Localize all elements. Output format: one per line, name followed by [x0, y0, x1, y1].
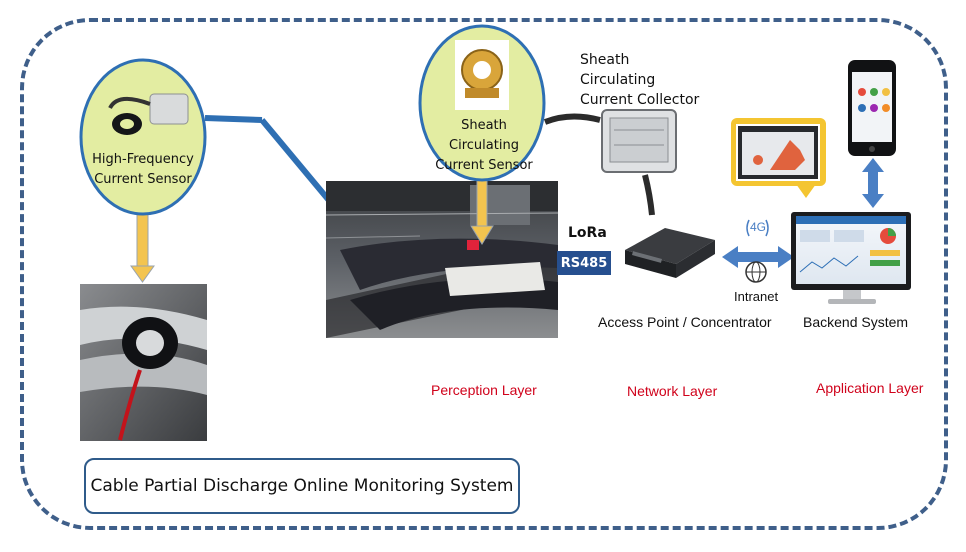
- globe-icon: [745, 261, 767, 283]
- sheath-collector-cable: [543, 113, 601, 125]
- cable-tunnel-photo: [325, 181, 559, 338]
- dashed-frame: [20, 18, 948, 530]
- rs485-badge: RS485: [557, 251, 611, 275]
- intranet-label: Intranet: [734, 289, 779, 304]
- network-layer-label: Network Layer: [627, 383, 718, 399]
- dashboard-callout: [731, 118, 826, 198]
- application-layer-label: Application Layer: [816, 380, 924, 396]
- hf-sensor-label: High-Frequency Current Sensor: [92, 152, 194, 187]
- access-point-label: Access Point / Concentrator: [598, 314, 772, 330]
- sheath-sensor-bubble: [418, 24, 546, 182]
- access-point-device: [625, 228, 715, 278]
- collector-ap-cable: [642, 174, 655, 216]
- collector-label: Sheath Circulating Current Collector: [580, 52, 700, 108]
- hf-down-arrow: [130, 212, 155, 283]
- sheath-sensor-label: Sheath Circulating Current Sensor: [435, 118, 533, 173]
- system-title-box: Cable Partial Discharge Online Monitorin…: [84, 458, 520, 514]
- backend-label: Backend System: [803, 314, 909, 330]
- backend-monitor: [791, 212, 911, 304]
- hf-sensor-bubble: [79, 58, 207, 216]
- perception-layer-label: Perception Layer: [431, 382, 537, 398]
- phone-monitor-arrow: [862, 158, 884, 208]
- system-title: Cable Partial Discharge Online Monitorin…: [90, 476, 514, 496]
- 4g-label: 4G: [750, 220, 767, 234]
- lora-label: LoRa: [568, 225, 607, 241]
- hf-sensor-clamp-photo: [80, 284, 207, 441]
- phone-device: [848, 60, 896, 156]
- collector-device: [601, 109, 677, 173]
- ap-backend-arrow: [722, 246, 794, 268]
- 4g-icon: [746, 219, 769, 237]
